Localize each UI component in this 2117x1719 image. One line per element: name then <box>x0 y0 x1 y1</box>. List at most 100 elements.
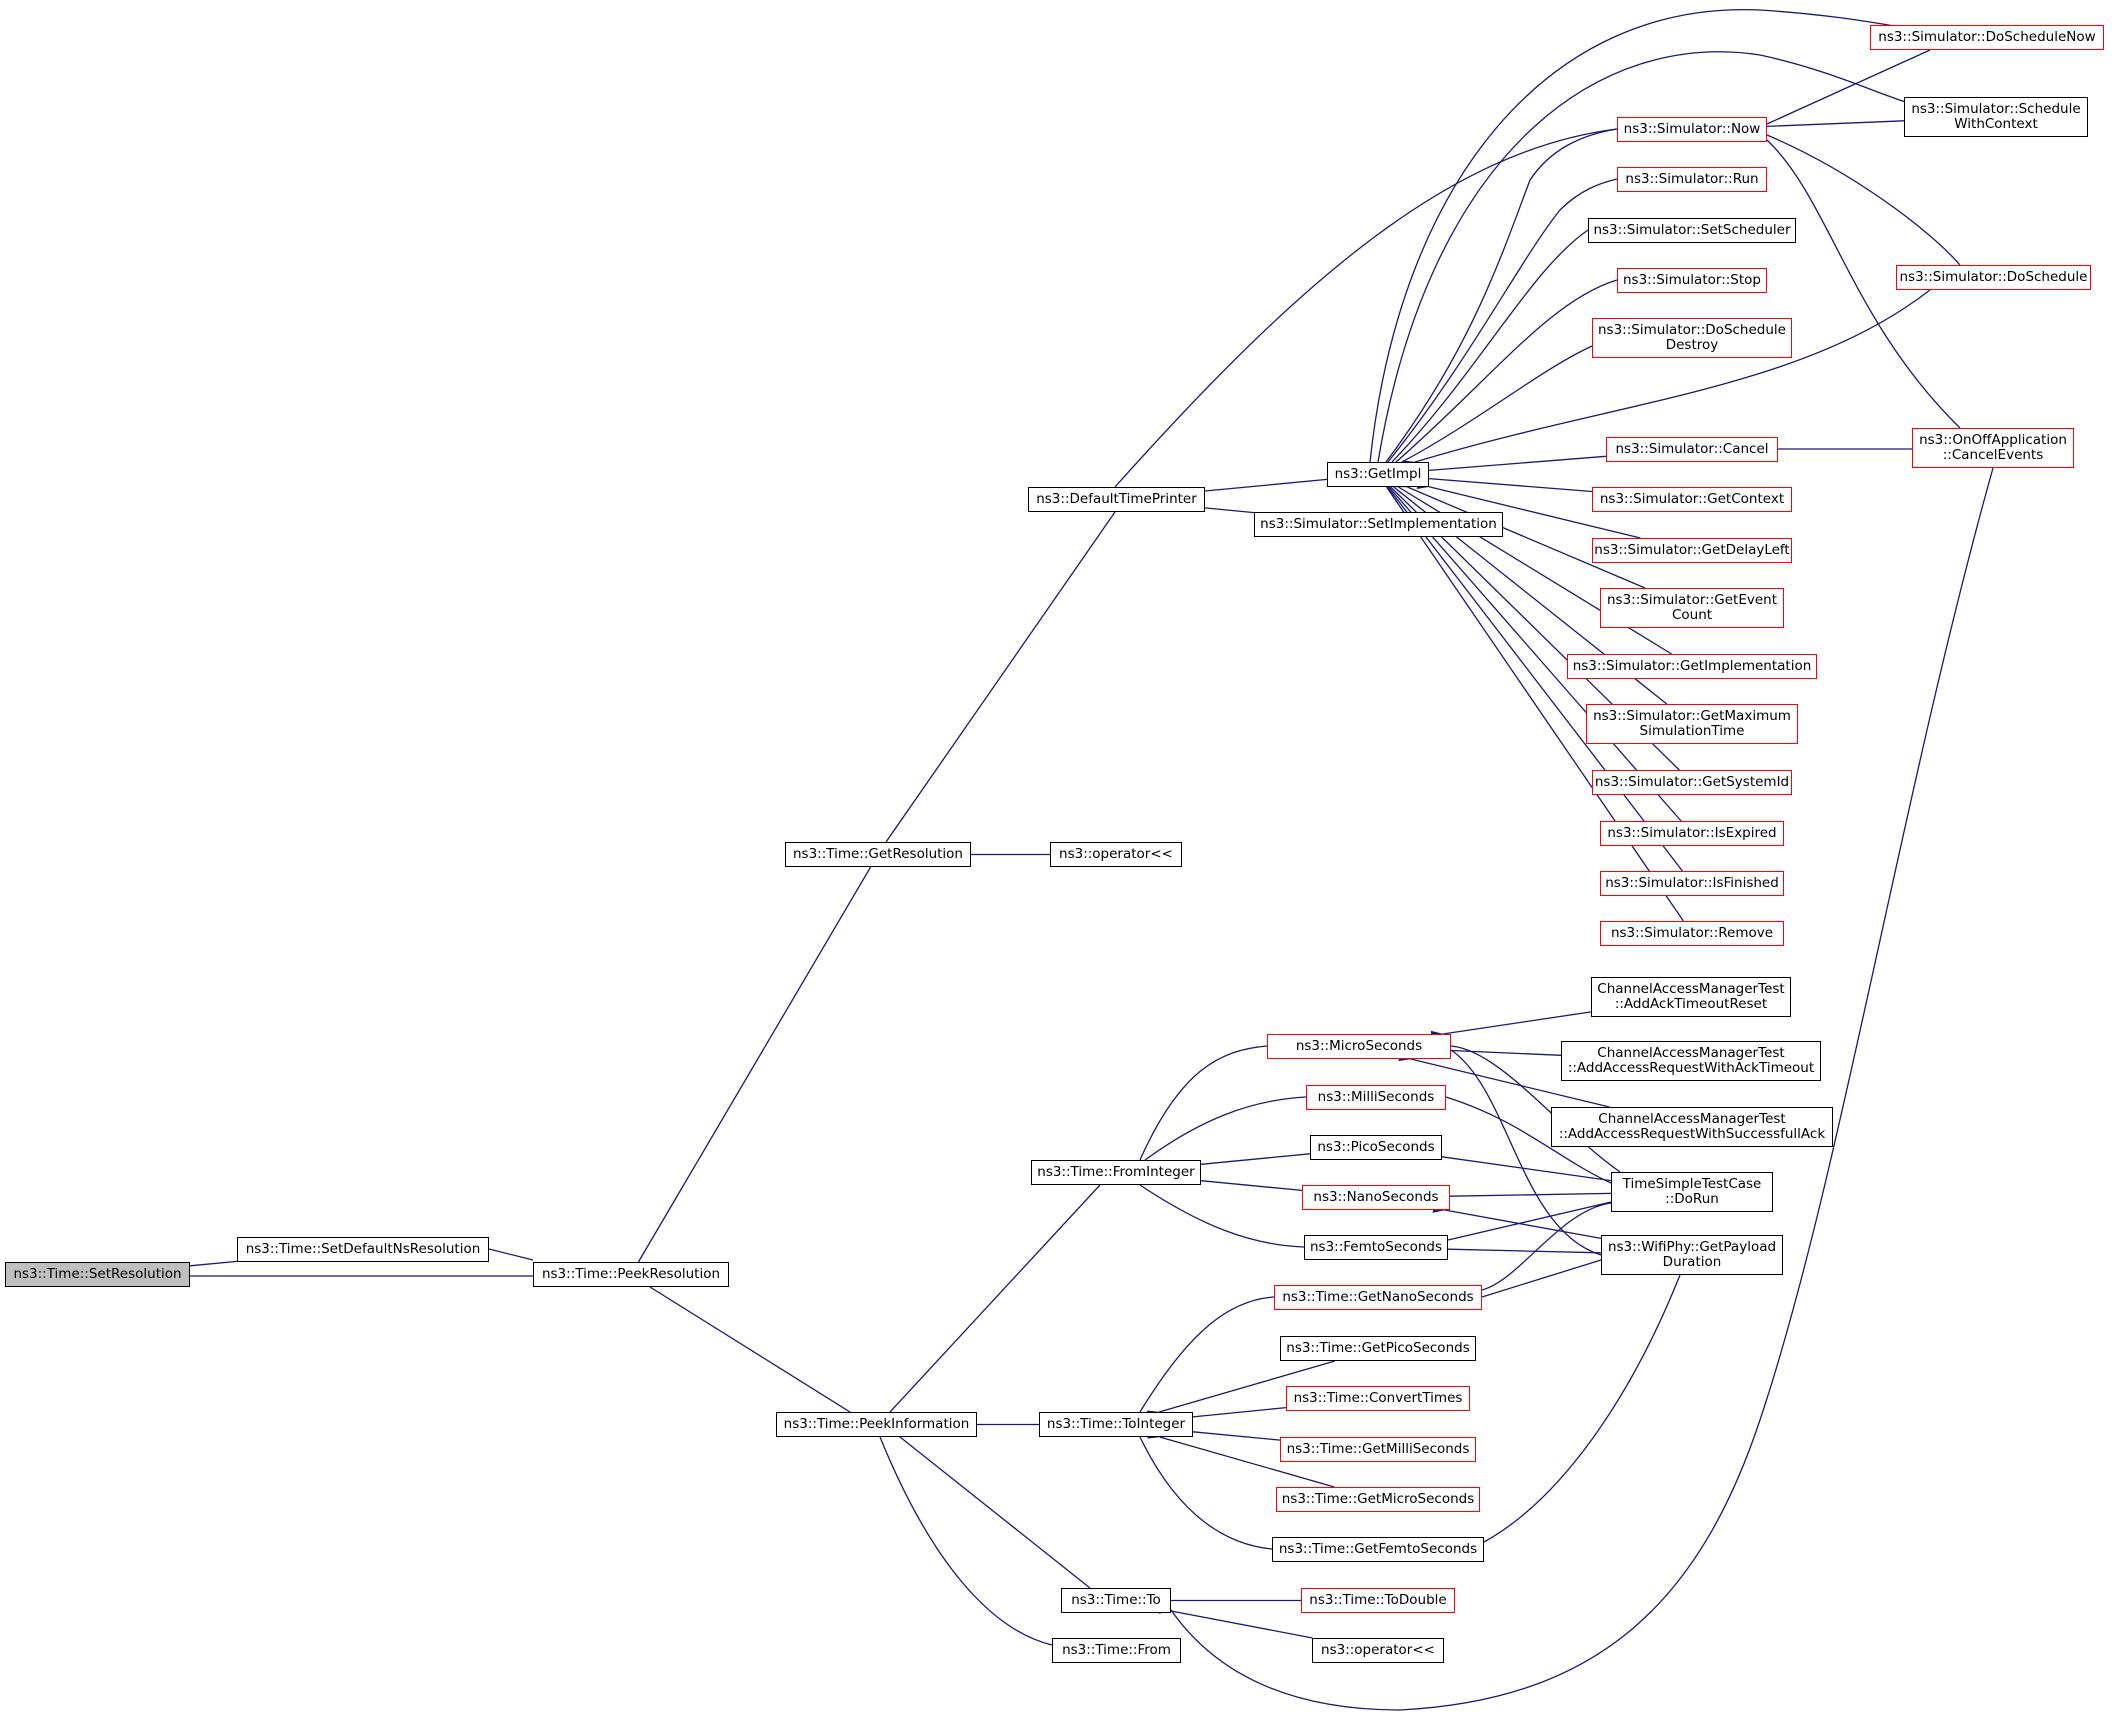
node-label: TimeSimpleTestCase <box>1622 1176 1762 1192</box>
node-label: ::AddAccessRequestWithAckTimeout <box>1567 1060 1815 1076</box>
node-femto[interactable]: ns3::FemtoSeconds <box>1304 1235 1448 1260</box>
edge-milli-to-tstc <box>1433 1088 1612 1184</box>
edge-getimpl-to-dosn <box>1363 9 1901 474</box>
node-setdef[interactable]: ns3::Time::SetDefaultNsResolution <box>237 1237 489 1262</box>
node-setimpl[interactable]: ns3::Simulator::SetImplementation <box>1254 512 1503 537</box>
node-label: ns3::operator<< <box>1321 1642 1435 1658</box>
edge-peekres-to-getres <box>628 866 872 1275</box>
node-getpico[interactable]: ns3::Time::GetPicoSeconds <box>1280 1336 1476 1361</box>
edge-femto-to-wifi <box>1436 1243 1602 1254</box>
node-onoff[interactable]: ns3::OnOffApplication::CancelEvents <box>1912 428 2074 468</box>
node-peekres[interactable]: ns3::Time::PeekResolution <box>533 1262 729 1287</box>
node-opres[interactable]: ns3::operator<< <box>1050 842 1182 867</box>
edge-pico-to-tstc <box>1429 1150 1612 1182</box>
node-opto[interactable]: ns3::operator<< <box>1312 1638 1444 1663</box>
node-getmilli[interactable]: ns3::Time::GetMilliSeconds <box>1280 1437 1476 1462</box>
node-label: ns3::NanoSeconds <box>1313 1189 1439 1205</box>
node-to[interactable]: ns3::Time::To <box>1061 1588 1171 1613</box>
node-label: ChannelAccessManagerTest <box>1598 1111 1786 1127</box>
edge-toint-to-getpico <box>1146 1360 1336 1421</box>
node-now[interactable]: ns3::Simulator::Now <box>1617 117 1767 142</box>
node-defprinter[interactable]: ns3::DefaultTimePrinter <box>1028 487 1205 512</box>
node-milli[interactable]: ns3::MilliSeconds <box>1306 1085 1446 1110</box>
node-toint[interactable]: ns3::Time::ToInteger <box>1039 1412 1193 1437</box>
node-label: ns3::Simulator::GetMaximum <box>1593 708 1791 724</box>
node-dosn[interactable]: ns3::Simulator::DoScheduleNow <box>1870 25 2104 50</box>
node-cancel[interactable]: ns3::Simulator::Cancel <box>1606 437 1778 462</box>
edge-getimpl-to-remove <box>1375 474 1684 922</box>
node-label: ns3::WifiPhy::GetPayload <box>1607 1239 1777 1255</box>
edge-getimpl-to-dosd <box>1389 345 1593 472</box>
node-todouble[interactable]: ns3::Time::ToDouble <box>1301 1588 1455 1613</box>
node-getmicro[interactable]: ns3::Time::GetMicroSeconds <box>1276 1487 1480 1512</box>
edge-getimpl-to-cancel <box>1417 455 1607 477</box>
node-getctx[interactable]: ns3::Simulator::GetContext <box>1592 487 1792 512</box>
edge-toint-to-getmicro <box>1147 1429 1335 1488</box>
node-tstc[interactable]: TimeSimpleTestCase::DoRun <box>1611 1172 1773 1212</box>
node-label: ns3::Time::SetDefaultNsResolution <box>245 1241 481 1257</box>
node-label: ::DoRun <box>1665 1191 1719 1207</box>
node-stop[interactable]: ns3::Simulator::Stop <box>1617 268 1767 293</box>
edge-getimpl-to-stop <box>1384 279 1618 474</box>
edge-getimpl-to-run <box>1376 178 1618 475</box>
node-camt1[interactable]: ChannelAccessManagerTest::AddAckTimeoutR… <box>1591 977 1791 1017</box>
node-label: ns3::DefaultTimePrinter <box>1036 491 1197 507</box>
edge-micro-to-camt1 <box>1430 1011 1592 1041</box>
node-getimpl2[interactable]: ns3::Simulator::GetImplementation <box>1567 654 1817 679</box>
node-fromint[interactable]: ns3::Time::FromInteger <box>1031 1160 1201 1185</box>
node-micro[interactable]: ns3::MicroSeconds <box>1267 1034 1451 1059</box>
node-setsched[interactable]: ns3::Simulator::SetScheduler <box>1588 218 1796 243</box>
node-label: Count <box>1671 607 1713 623</box>
node-from[interactable]: ns3::Time::From <box>1052 1638 1181 1663</box>
node-label: ns3::Simulator::Cancel <box>1615 441 1769 457</box>
node-getfemto[interactable]: ns3::Time::GetFemtoSeconds <box>1272 1537 1484 1562</box>
edge-toint-to-getmilli <box>1181 1425 1281 1441</box>
node-getimpl[interactable]: ns3::GetImpl <box>1327 462 1429 487</box>
node-convert[interactable]: ns3::Time::ConvertTimes <box>1286 1386 1470 1411</box>
node-label: ns3::Simulator::GetDelayLeft <box>1594 542 1790 558</box>
node-label: ns3::Simulator::Stop <box>1623 272 1761 288</box>
node-getsys[interactable]: ns3::Simulator::GetSystemId <box>1592 770 1792 795</box>
edge-getimpl-to-dos <box>1402 289 1931 471</box>
edge-now-to-swc <box>1755 120 1905 132</box>
node-label: ns3::Simulator::Run <box>1625 171 1759 187</box>
node-pico[interactable]: ns3::PicoSeconds <box>1310 1135 1442 1160</box>
node-nano[interactable]: ns3::NanoSeconds <box>1302 1185 1450 1210</box>
edge-femto-to-tstc <box>1435 1201 1612 1248</box>
edge-defprinter-to-getimpl <box>1193 478 1328 498</box>
node-getres[interactable]: ns3::Time::GetResolution <box>785 842 971 867</box>
node-isfin[interactable]: ns3::Simulator::IsFinished <box>1600 871 1784 896</box>
node-camt3[interactable]: ChannelAccessManagerTest::AddAccessReque… <box>1551 1107 1833 1147</box>
edge-getimpl-to-setsched <box>1380 229 1589 474</box>
edge-getimpl-to-getevc <box>1394 477 1646 589</box>
node-camt2[interactable]: ChannelAccessManagerTest::AddAccessReque… <box>1561 1041 1821 1081</box>
node-label: ns3::PicoSeconds <box>1317 1139 1435 1155</box>
node-label: ns3::Time::SetResolution <box>13 1266 182 1282</box>
edge-peekres-to-peekinfo <box>637 1276 851 1413</box>
edge-fromint-to-milli <box>1132 1096 1307 1171</box>
node-setres[interactable]: ns3::Time::SetResolution <box>5 1262 190 1287</box>
node-label: ns3::Time::GetFemtoSeconds <box>1278 1541 1478 1557</box>
node-label: ns3::MilliSeconds <box>1317 1089 1435 1105</box>
node-label: ::AddAccessRequestWithSuccessfullAck <box>1558 1126 1826 1142</box>
node-getnano[interactable]: ns3::Time::GetNanoSeconds <box>1274 1285 1482 1310</box>
edge-toint-to-getfemto <box>1130 1424 1273 1550</box>
node-label: ns3::Time::GetMilliSeconds <box>1286 1441 1470 1457</box>
node-getdelay[interactable]: ns3::Simulator::GetDelayLeft <box>1592 538 1792 563</box>
node-label: ns3::Simulator::Now <box>1623 121 1761 137</box>
node-label: ns3::Time::ConvertTimes <box>1293 1390 1463 1406</box>
edge-now-to-dosn <box>1754 49 1931 134</box>
node-peekinfo[interactable]: ns3::Time::PeekInformation <box>776 1412 977 1437</box>
node-remove[interactable]: ns3::Simulator::Remove <box>1600 921 1784 946</box>
node-dos[interactable]: ns3::Simulator::DoSchedule <box>1896 265 2091 290</box>
node-run[interactable]: ns3::Simulator::Run <box>1617 167 1767 192</box>
node-label: ns3::FemtoSeconds <box>1309 1239 1443 1255</box>
edge-getfemto-to-wifi <box>1471 1274 1681 1552</box>
node-isexp[interactable]: ns3::Simulator::IsExpired <box>1600 821 1784 846</box>
node-label: ns3::GetImpl <box>1334 466 1422 482</box>
